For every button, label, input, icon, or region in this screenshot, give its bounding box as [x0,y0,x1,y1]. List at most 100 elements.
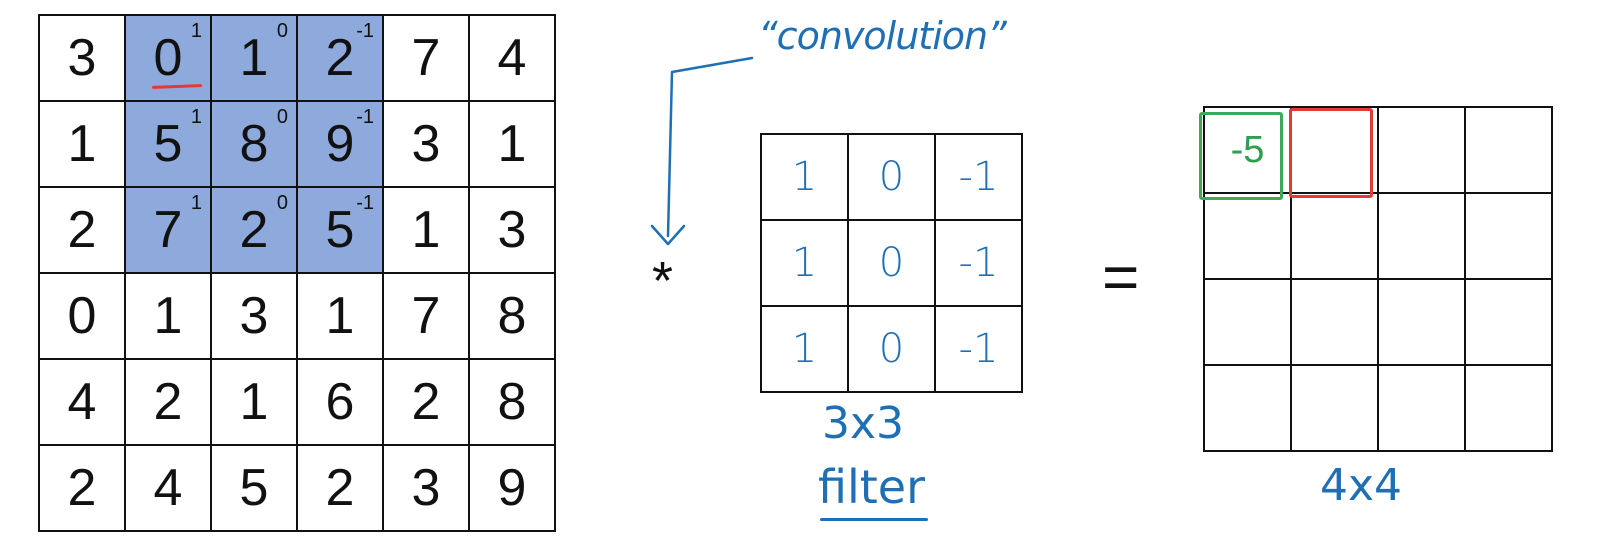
input-cell: 1 [384,188,470,274]
input-cell: 3 [40,16,126,102]
input-cell-value: 3 [497,201,527,259]
filter-cell-value: 0 [878,154,905,200]
input-cell-value: 9 [497,459,527,517]
filter-weight-superscript: -1 [356,192,374,214]
filter-dimension-label: 3x3 [822,398,905,449]
input-cell: 7 [384,16,470,102]
output-cell [1205,280,1292,366]
input-cell-value: 3 [411,115,441,173]
output-cell [1379,194,1466,280]
filter-name-label: filter [818,460,926,514]
input-cell-value: 2 [67,201,97,259]
output-dimension-label: 4x4 [1320,460,1403,511]
input-cell-value: 2 [411,373,441,431]
input-cell: 9 [470,446,556,532]
input-cell-value: 1 [67,115,97,173]
input-cell: 1 [40,102,126,188]
output-cell [1292,280,1379,366]
input-cell-value: 1 [497,115,527,173]
filter-weight-superscript: -1 [356,20,374,42]
input-cell-value: 7 [411,29,441,87]
filter-cell-value: 1 [791,326,818,372]
input-cell: 2-1 [298,16,384,102]
filter-weight-superscript: -1 [356,106,374,128]
convolution-operator: * [652,251,674,311]
filter-weight-superscript: 0 [276,192,288,214]
output-cell-value: -5 [1230,128,1265,171]
output-cell [1292,108,1379,194]
input-cell-value: 1 [325,287,355,345]
input-cell-value: 9 [325,115,355,173]
input-cell: 1 [298,274,384,360]
input-cell: 4 [40,360,126,446]
input-cell-value: 1 [411,201,441,259]
input-cell-value: 5 [153,115,183,173]
output-cell [1466,366,1553,452]
filter-cell: 1 [762,307,849,393]
input-cell-value: 5 [325,201,355,259]
input-cell-value: 3 [239,287,269,345]
filter-cell: -1 [936,221,1023,307]
input-cell: 3 [384,102,470,188]
input-cell: 1 [470,102,556,188]
input-cell-value: 3 [67,29,97,87]
filter-cell-value: -1 [958,154,999,200]
input-cell-value: 2 [325,29,355,87]
input-cell: 7 [384,274,470,360]
filter-weight-superscript: 1 [190,20,202,42]
convolution-label: “convolution” [758,14,1007,58]
input-cell: 6 [298,360,384,446]
input-cell-value: 6 [325,373,355,431]
current-output-cell-highlight [1199,112,1283,200]
output-cell [1205,366,1292,452]
input-cell: 2 [126,360,212,446]
input-cell: 8 [470,274,556,360]
input-cell: 2 [384,360,470,446]
input-cell: 2 [40,188,126,274]
output-cell [1379,366,1466,452]
output-cell [1466,280,1553,366]
input-cell-value: 8 [497,287,527,345]
input-cell-value: 8 [497,373,527,431]
filter-cell: 1 [762,221,849,307]
input-cell-value: 4 [67,373,97,431]
input-cell-value: 2 [67,459,97,517]
input-cell-value: 1 [239,29,269,87]
filter-weight-superscript: 0 [276,20,288,42]
input-cell: 1 [212,360,298,446]
filter-cell: -1 [936,135,1023,221]
input-cell-value: 5 [239,459,269,517]
output-cell [1292,194,1379,280]
input-cell-value: 0 [153,29,183,87]
filter-cell: 1 [762,135,849,221]
filter-weight-superscript: 1 [190,192,202,214]
input-cell: 2 [40,446,126,532]
output-cell [1466,108,1553,194]
filter-cell-value: -1 [958,240,999,286]
input-cell: 1 [126,274,212,360]
input-cell: 4 [126,446,212,532]
input-cell-value: 1 [153,287,183,345]
output-cell [1466,194,1553,280]
input-cell-value: 2 [239,201,269,259]
filter-cell: 0 [849,307,936,393]
filter-cell: 0 [849,221,936,307]
filter-cell-value: 1 [791,154,818,200]
input-cell: 8 [470,360,556,446]
filter-cell-value: -1 [958,326,999,372]
filter-weight-superscript: 1 [190,106,202,128]
filter-cell-value: 0 [878,326,905,372]
next-output-cell-highlight [1289,108,1373,198]
input-cell: 4 [470,16,556,102]
input-cell: 2 [298,446,384,532]
input-cell: 3 [384,446,470,532]
input-cell-value: 4 [497,29,527,87]
filter-cell: -1 [936,307,1023,393]
input-cell: 5-1 [298,188,384,274]
